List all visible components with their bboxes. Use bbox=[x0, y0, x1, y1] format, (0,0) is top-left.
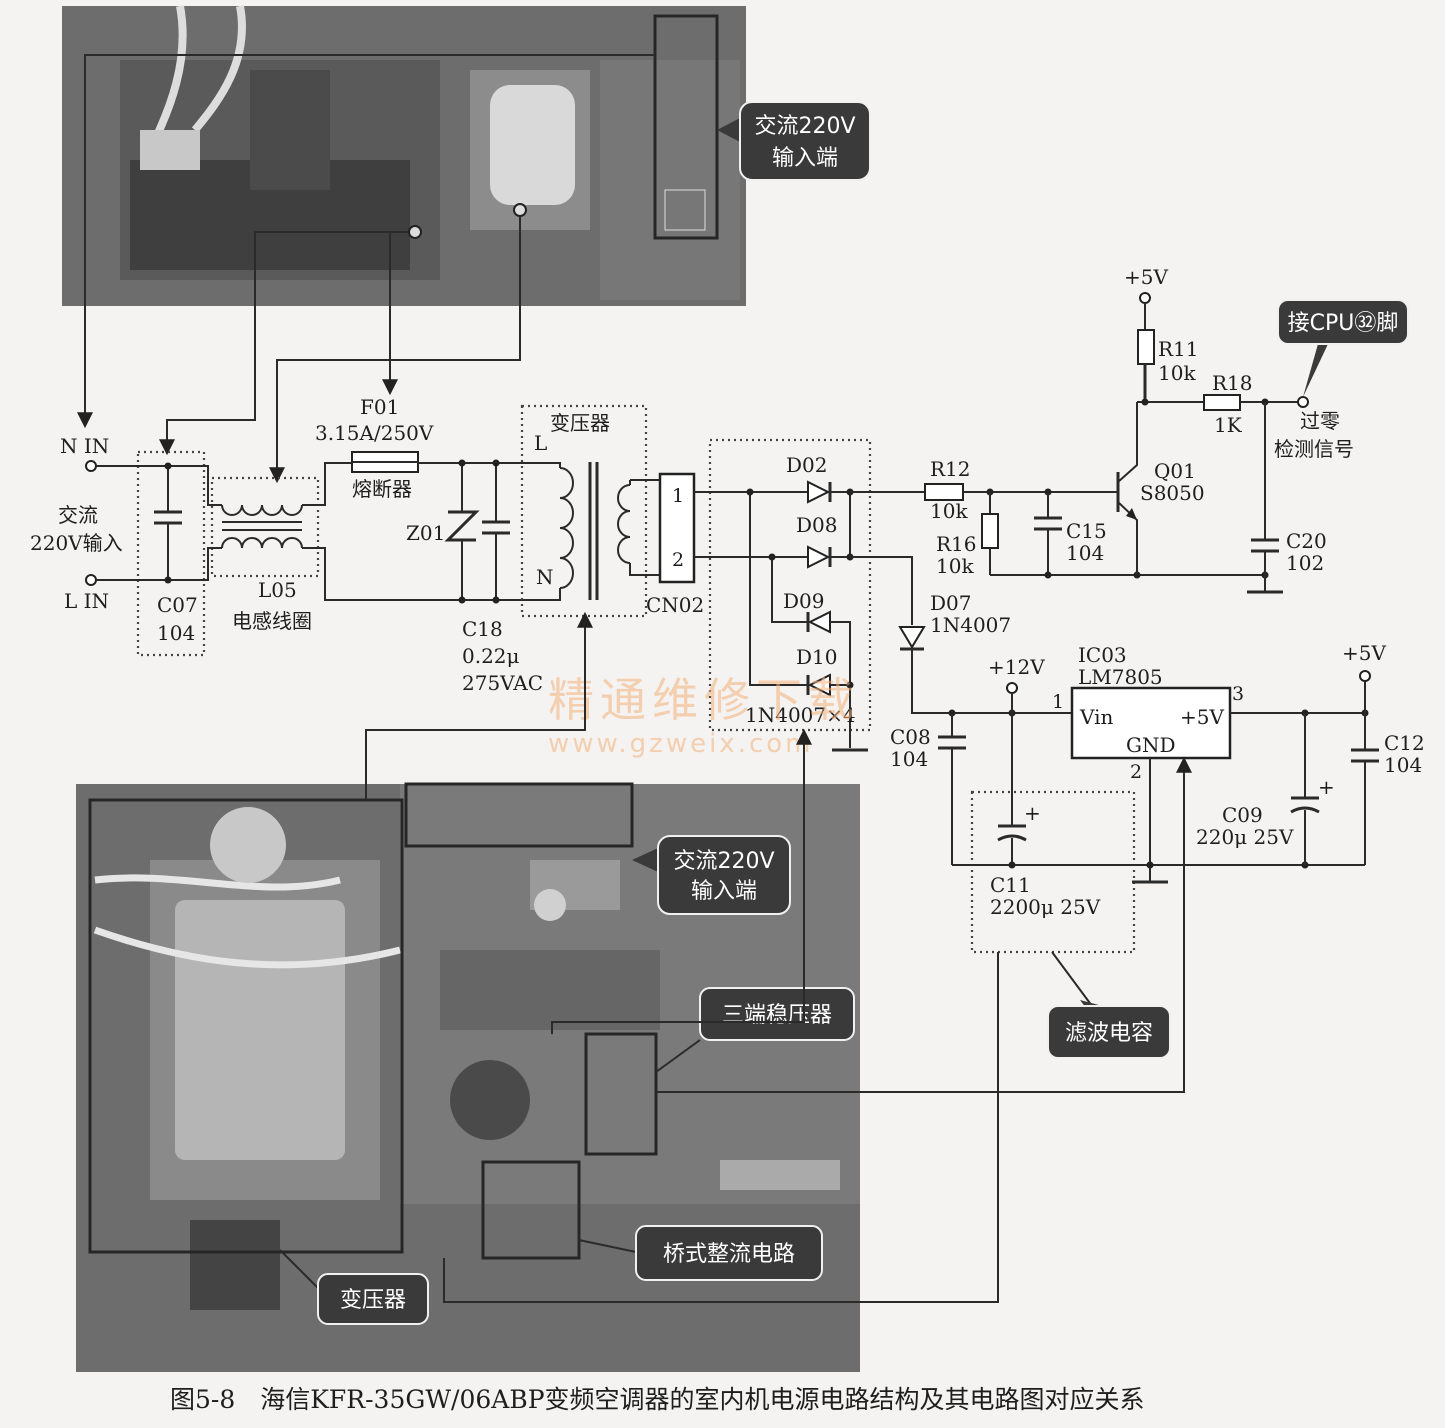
bottom-callout-bridge: 桥式整流电路 bbox=[663, 1242, 795, 1267]
cpu-callout bbox=[1277, 299, 1409, 345]
r18-ref: R18 bbox=[1212, 371, 1253, 395]
q01-ref: Q01 bbox=[1154, 459, 1196, 483]
r16-ref: R16 bbox=[936, 532, 977, 556]
ic03-part: LM7805 bbox=[1078, 665, 1163, 689]
ic03-ref: IC03 bbox=[1078, 643, 1127, 667]
f01-desc: 熔断器 bbox=[352, 477, 412, 501]
bottom-callout-transformer: 变压器 bbox=[340, 1288, 406, 1313]
bottom-callouts: 交流220V 输入端 三端稳压器 桥式整流电路 变压器 bbox=[279, 835, 855, 1325]
c09-value: 220μ 25V bbox=[1196, 825, 1294, 849]
cn02-pin1: 1 bbox=[672, 485, 684, 507]
transformer-section: 变压器 L N bbox=[520, 404, 678, 618]
l-in-terminal bbox=[85, 574, 97, 586]
r12-value: 10k bbox=[930, 499, 968, 523]
callout-line2: 输入端 bbox=[772, 146, 838, 171]
l05-desc: 电感线圈 bbox=[232, 609, 312, 633]
top-pcb-photo bbox=[62, 5, 746, 306]
r18-value: 1K bbox=[1214, 413, 1243, 437]
c09-polarity: + bbox=[1318, 775, 1335, 799]
d08-label: D08 bbox=[796, 513, 837, 537]
c07-box bbox=[136, 450, 206, 657]
bottom-callout-ac2: 输入端 bbox=[691, 879, 757, 904]
vcc-top-label: +5V bbox=[1124, 265, 1168, 289]
c11-value: 2200μ 25V bbox=[990, 895, 1101, 919]
c09-ref: C09 bbox=[1222, 803, 1263, 827]
callout-line1: 交流220V bbox=[754, 114, 855, 139]
top-ac-input-callout: 交流220V 输入端 bbox=[717, 101, 871, 181]
ic03-pin1: 1 bbox=[1052, 691, 1064, 713]
ic03-body bbox=[1070, 686, 1232, 760]
c15-ref: C15 bbox=[1066, 519, 1107, 543]
watermark: 精通维修下载 www.gzweix.com bbox=[548, 673, 860, 759]
cn02-pin2: 2 bbox=[672, 549, 684, 571]
filter-cap-box bbox=[970, 790, 1136, 954]
l05-ref: L05 bbox=[258, 578, 297, 602]
d07-part: 1N4007 bbox=[930, 613, 1011, 637]
r11-value: 10k bbox=[1158, 361, 1196, 385]
bridge-part: 1N4007×4 bbox=[745, 703, 856, 727]
c20-value: 102 bbox=[1286, 551, 1324, 575]
r16-value: 10k bbox=[936, 554, 974, 578]
transformer-label: 变压器 bbox=[550, 411, 610, 435]
c12-ref: C12 bbox=[1384, 731, 1425, 755]
regulator-section: D07 1N4007 +12V C08 104 + C11 2200μ 25V … bbox=[850, 556, 1425, 954]
bridge-rectifier: D02 D08 D09 D10 1N4007×4 bbox=[694, 438, 872, 752]
d10-label: D10 bbox=[796, 645, 837, 669]
bridge-box bbox=[708, 438, 872, 732]
bottom-callout-ac1: 交流220V bbox=[673, 849, 774, 874]
filter-callout-text: 滤波电容 bbox=[1065, 1021, 1153, 1046]
d09-label: D09 bbox=[783, 589, 824, 613]
transformer-l: L bbox=[534, 431, 547, 455]
z01-label: Z01 bbox=[406, 521, 445, 545]
n-in-label: N IN bbox=[60, 434, 109, 458]
filter-callout: 滤波电容 bbox=[1047, 951, 1171, 1059]
l05-box bbox=[210, 476, 320, 578]
input-section: N IN 交流 220V输入 L IN C07 104 L05 电感线圈 F01… bbox=[30, 395, 543, 695]
c18-value1: 0.22μ bbox=[462, 644, 520, 668]
watermark-line1: 精通维修下载 bbox=[548, 673, 860, 727]
plus12-label: +12V bbox=[988, 655, 1045, 679]
ac-input-label-1: 交流 bbox=[58, 503, 98, 527]
c20-ref: C20 bbox=[1286, 529, 1327, 553]
watermark-line2: www.gzweix.com bbox=[548, 729, 814, 759]
zero-cross-label-1: 过零 bbox=[1300, 409, 1340, 433]
bottom-callout-regulator: 三端稳压器 bbox=[722, 1003, 832, 1028]
ic03-pin3: 3 bbox=[1232, 683, 1244, 705]
c08-ref: C08 bbox=[890, 725, 931, 749]
f01-ref: F01 bbox=[360, 395, 399, 419]
c07-ref: C07 bbox=[157, 593, 198, 617]
ic03-pin2: 2 bbox=[1130, 761, 1142, 783]
ic03-vin: Vin bbox=[1079, 705, 1113, 729]
f01-rating: 3.15A/250V bbox=[315, 421, 434, 445]
bottom-photo-leaders bbox=[365, 611, 1192, 1303]
r12-ref: R12 bbox=[930, 457, 971, 481]
l-in-label: L IN bbox=[64, 589, 109, 613]
ic03-gnd: GND bbox=[1126, 733, 1176, 757]
c11-ref: C11 bbox=[990, 873, 1031, 897]
figure-caption: 图5-8 海信KFR-35GW/06ABP变频空调器的室内机电源电路结构及其电路… bbox=[170, 1385, 1145, 1414]
c15-value: 104 bbox=[1066, 541, 1104, 565]
c18-ref: C18 bbox=[462, 617, 503, 641]
plus5-out-label: +5V bbox=[1342, 641, 1386, 665]
cn02-connector: 1 2 CN02 bbox=[646, 472, 704, 617]
r11-ref: R11 bbox=[1158, 337, 1199, 361]
c08-value: 104 bbox=[890, 747, 928, 771]
zero-cross-label-2: 检测信号 bbox=[1274, 437, 1354, 461]
c07-value: 104 bbox=[157, 621, 195, 645]
ic03-out: +5V bbox=[1180, 705, 1224, 729]
c12-value: 104 bbox=[1384, 753, 1422, 777]
cpu-callout-text: 接CPU㉜脚 bbox=[1288, 311, 1399, 336]
n-in-terminal bbox=[85, 460, 97, 472]
d02-label: D02 bbox=[786, 453, 827, 477]
zero-cross-circuit: R12 10k R16 10k C15 104 Q01 S8050 +5V R1… bbox=[850, 265, 1409, 594]
cn02-ref: CN02 bbox=[646, 593, 704, 617]
ac-input-label-2: 220V输入 bbox=[30, 531, 123, 555]
d07-ref: D07 bbox=[930, 591, 971, 615]
top-photo-leaders bbox=[77, 54, 655, 484]
q01-type: S8050 bbox=[1140, 481, 1205, 505]
c18-value2: 275VAC bbox=[462, 671, 543, 695]
c11-polarity: + bbox=[1024, 801, 1041, 825]
transformer-n: N bbox=[536, 565, 554, 589]
